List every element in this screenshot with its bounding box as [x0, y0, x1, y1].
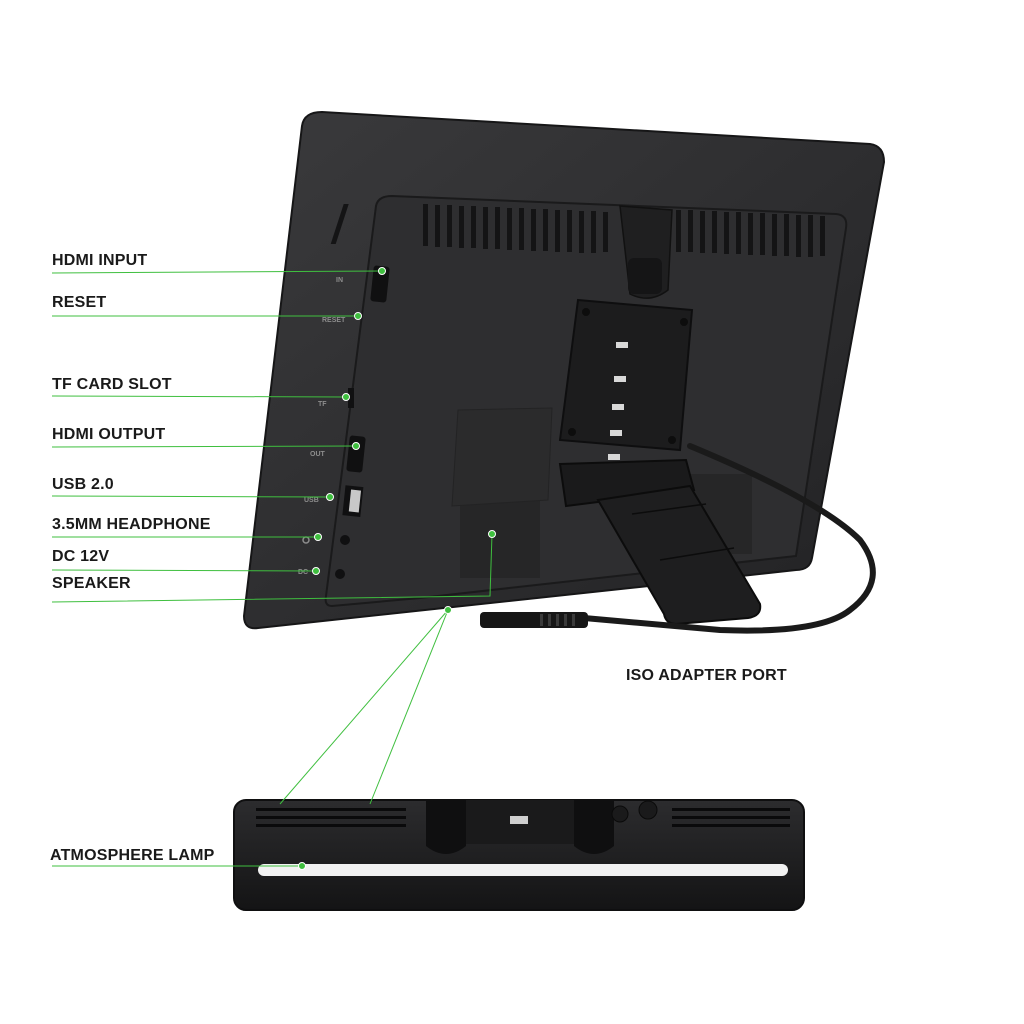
label-hdmi-input: HDMI INPUT [52, 252, 148, 269]
mounting-plate [558, 298, 694, 452]
label-speaker: SPEAKER [52, 575, 131, 592]
port-mark-reset: RESET [322, 317, 346, 324]
bottom-bar-vents [256, 808, 790, 827]
iso-adapter-connector [480, 612, 588, 628]
port-mark-tf: TF [318, 401, 327, 408]
port-mark-in: IN [336, 277, 343, 284]
port-mark-dc: DC [298, 569, 308, 576]
stand-hinge [558, 458, 696, 508]
port-mark-usb: USB [304, 497, 319, 504]
top-vent-right [676, 210, 825, 257]
label-headphone: 3.5MM HEADPHONE [52, 516, 211, 533]
label-hdmi-output: HDMI OUTPUT [52, 426, 166, 443]
atmosphere-lamp-strip [258, 864, 788, 876]
top-vent-left [330, 204, 608, 253]
port-mark-out: OUT [310, 451, 326, 458]
label-atmosphere-lamp: ATMOSPHERE LAMP [50, 847, 215, 864]
leader-dots [298, 267, 496, 870]
leader-lines [51, 270, 493, 867]
iso-adapter-cable [581, 443, 876, 634]
label-tf-card-slot: TF CARD SLOT [52, 376, 172, 393]
stand-leg [596, 484, 762, 626]
mount-slots [608, 342, 628, 460]
label-dc: DC 12V [52, 548, 110, 565]
label-iso-adapter-port: ISO ADAPTER PORT [626, 667, 787, 684]
label-reset: RESET [52, 294, 107, 311]
label-usb: USB 2.0 [52, 476, 114, 493]
